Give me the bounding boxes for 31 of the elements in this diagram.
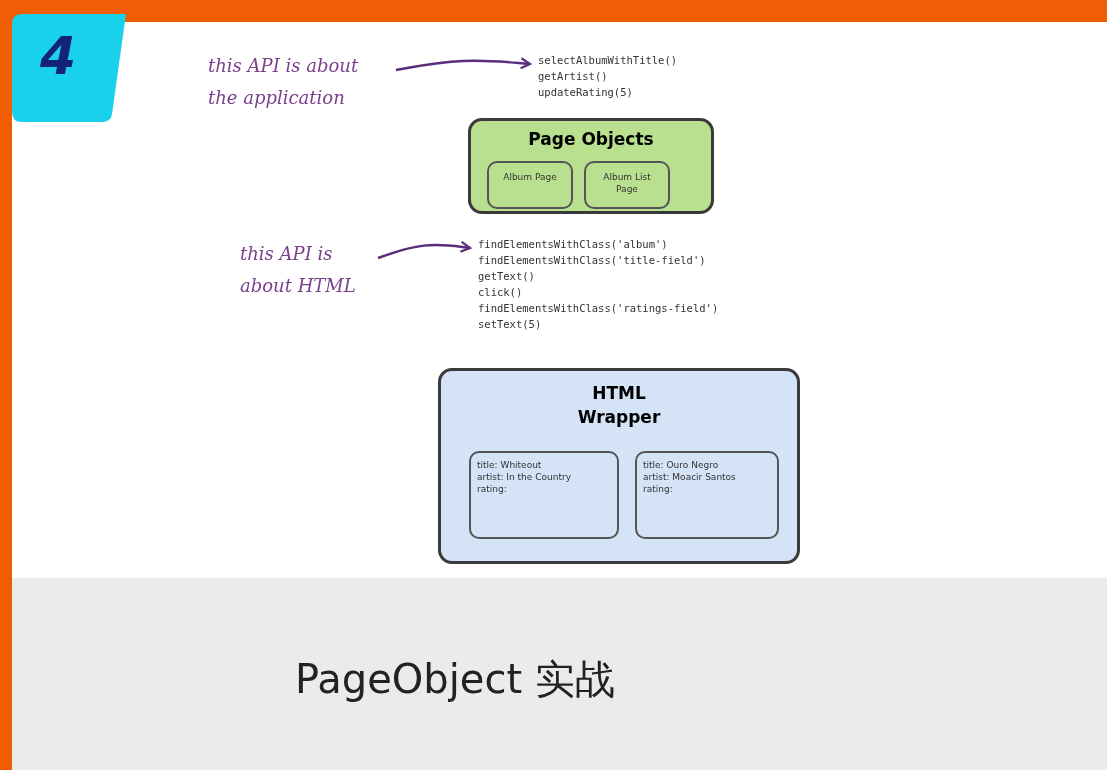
code-line: click() [478,285,524,300]
code-line: updateRating(5) [538,85,634,100]
wrapper-box [438,368,800,564]
arrow [377,240,472,260]
box-title: Page Objects [527,128,655,151]
code-line: setText(5) [478,317,543,332]
record-box [635,451,779,539]
code-line: selectAlbumWithTitle() [538,53,679,68]
field-text: rating: [643,483,674,495]
box-label: Album Page [502,171,558,183]
field-text: rating: [477,483,508,495]
box-label: Album List Page [602,171,652,195]
code-line: getText() [478,269,536,284]
field-text: artist: In the Country [477,471,572,483]
code-line: findElementsWithClass('ratings-field') [478,301,720,316]
caption: PageObject 实战 [295,655,615,704]
component-box [487,161,573,209]
field-text: title: Ouro Negro [643,459,720,471]
arrow [395,57,532,72]
code-line: findElementsWithClass('album') [478,237,669,252]
page-objects-box [468,118,714,214]
field-text: title: Whiteout [477,459,543,471]
field-text: artist: Moacir Santos [643,471,737,483]
box-title: HTML Wrapper [576,382,662,429]
code-line: findElementsWithClass('title-field') [478,253,707,268]
code-line: getArtist() [538,69,609,84]
record-box [469,451,619,539]
note-text: this API is about HTML [240,242,357,298]
step-number: 4 [40,26,77,86]
note-text: this API is about the application [208,54,360,110]
component-box [584,161,670,209]
